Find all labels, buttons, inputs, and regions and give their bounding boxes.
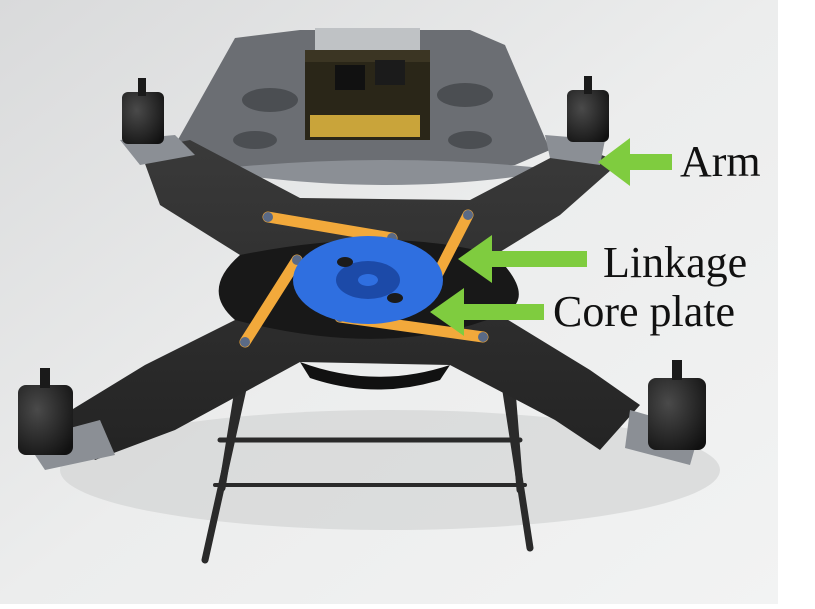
- core-plate-arrow: [430, 288, 544, 336]
- linkage-arrow: [458, 235, 587, 283]
- motors: [18, 76, 706, 455]
- linkage-label: Linkage: [603, 238, 748, 287]
- core-plate: [293, 236, 443, 324]
- core-plate-label: Core plate: [553, 287, 736, 336]
- landing-gear: [201, 376, 534, 564]
- flight-controller: [305, 28, 430, 140]
- arrows: [430, 138, 672, 336]
- arm-arrow: [598, 138, 672, 186]
- arm-label: Arm: [680, 137, 761, 186]
